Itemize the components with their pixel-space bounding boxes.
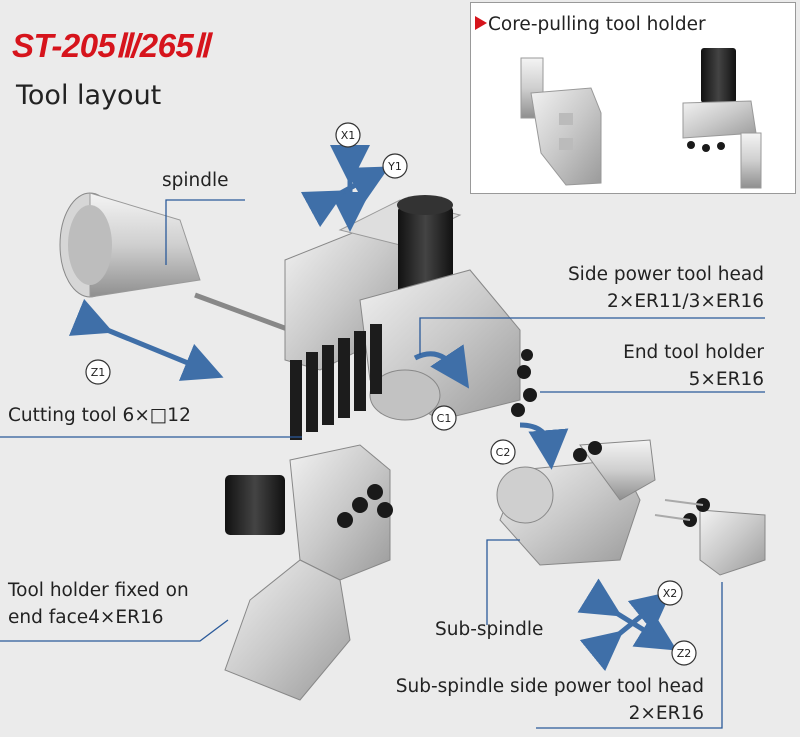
side-power-tool-head-spec: 2×ER11/3×ER16: [607, 291, 764, 312]
page-title: ST-205Ⅱ/265Ⅱ: [12, 27, 210, 64]
fixed-holder-part: [224, 444, 393, 701]
inset-title: Core-pulling tool holder: [488, 14, 706, 35]
fixed-holder-spec: end face4×ER16: [8, 607, 164, 628]
end-tool-holder-spec: 5×ER16: [688, 369, 764, 390]
core-pulling-inset: Core-pulling tool holder: [470, 2, 796, 194]
fixed-holder-label: Tool holder fixed on: [8, 580, 189, 601]
axis-x1-label: X1: [341, 129, 356, 142]
motion-arrows: [68, 145, 678, 672]
sub-spindle-label: Sub-spindle: [435, 619, 544, 640]
core-pulling-illustration: [520, 48, 762, 189]
leader-lines: [0, 199, 765, 729]
tool-post-part: [284, 195, 537, 440]
sub-spindle-part: [496, 439, 656, 566]
end-tool-holder-label: End tool holder: [623, 342, 764, 363]
sub-spindle-side-head-spec: 2×ER16: [628, 703, 704, 724]
axis-c1-label: C1: [437, 412, 452, 425]
axis-y1-label: Y1: [387, 160, 402, 173]
sub-side-head-part: [654, 498, 766, 576]
play-arrow-icon: [475, 16, 487, 30]
cutting-tool-label: Cutting tool 6×□12: [8, 405, 191, 426]
side-power-tool-head-label: Side power tool head: [567, 264, 764, 285]
page-subtitle: Tool layout: [16, 80, 162, 111]
axis-z1-label: Z1: [91, 366, 106, 379]
spindle-label: spindle: [162, 170, 229, 191]
sub-spindle-side-head-label: Sub-spindle side power tool head: [395, 676, 704, 697]
axis-x2-label: X2: [663, 587, 678, 600]
axis-z2-label: Z2: [677, 647, 692, 660]
axis-c2-label: C2: [496, 446, 511, 459]
